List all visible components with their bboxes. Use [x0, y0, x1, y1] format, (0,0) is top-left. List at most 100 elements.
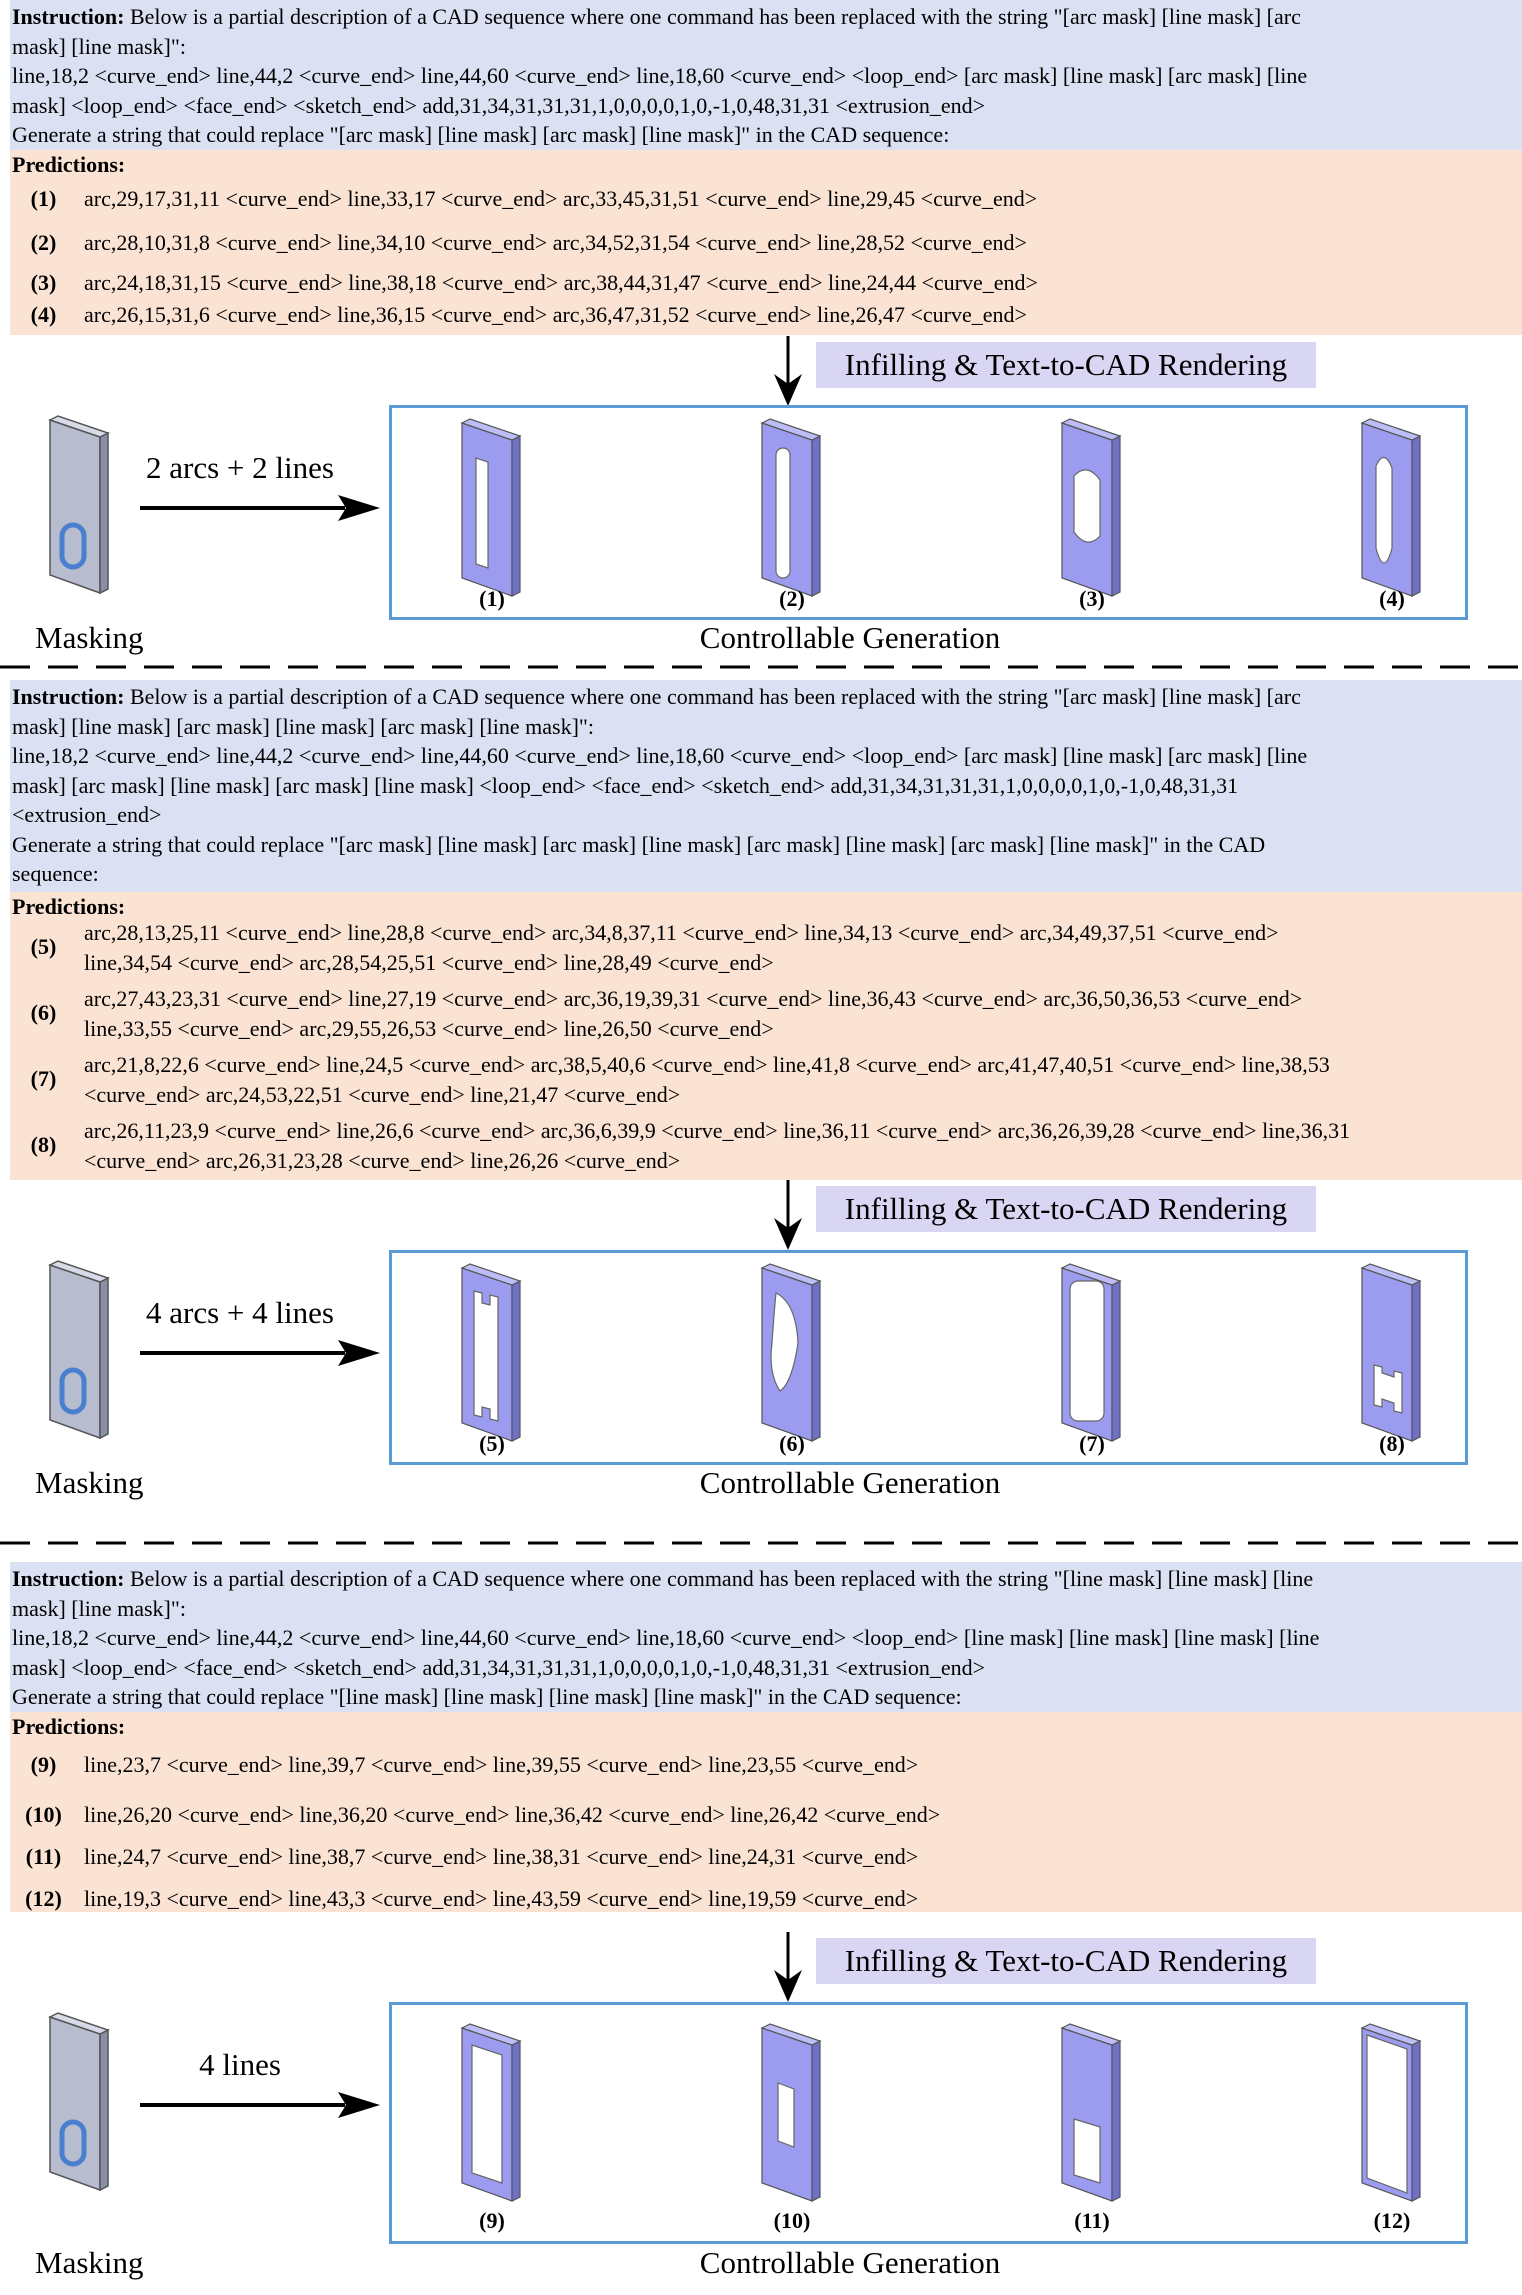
instruction-line: line,18,2 <curve_end> line,44,2 <curve_e… [12, 1625, 1320, 1650]
generated-plate-icon [460, 2023, 522, 2202]
prediction-text: line,19,3 <curve_end> line,43,3 <curve_e… [84, 1886, 919, 1911]
prediction-number: (5) [30, 934, 57, 959]
predictions-title: Predictions: [12, 1714, 126, 1739]
generation-box: (9) (10) (11) (12) [389, 2002, 1468, 2244]
generated-plate-icon [460, 1263, 522, 1442]
instruction-line: mask] [line mask]": [12, 1595, 186, 1621]
prediction-text: arc,26,15,31,6 <curve_end> line,36,15 <c… [84, 302, 1027, 327]
mask-label: 4 arcs + 4 lines [146, 1295, 334, 1330]
generated-plate-icon [760, 1263, 822, 1442]
prediction-text: arc,26,11,23,9 <curve_end> line,26,6 <cu… [84, 1118, 1351, 1143]
instruction-box: Instruction: Below is a partial descript… [10, 680, 1522, 892]
prediction-text: arc,21,8,22,6 <curve_end> line,24,5 <cur… [84, 1052, 1330, 1077]
prediction-number: (7) [30, 1066, 57, 1091]
prediction-text: <curve_end> arc,26,31,23,28 <curve_end> … [84, 1147, 681, 1173]
generated-plate-icon [1360, 1263, 1422, 1442]
predictions-box: Predictions: (1)arc,29,17,31,11 <curve_e… [10, 150, 1522, 335]
instruction-line: Generate a string that could replace "[l… [12, 1684, 962, 1709]
down-arrow-icon [774, 1932, 802, 2002]
right-arrow-icon [140, 495, 380, 521]
masked-plate-icon [48, 1260, 110, 1440]
prediction-number: (10) [25, 1802, 62, 1827]
prediction-text: line,34,54 <curve_end> arc,28,54,25,51 <… [84, 949, 774, 975]
prediction-number: (12) [25, 1886, 62, 1911]
instruction-line: Below is a partial description of a CAD … [129, 684, 1301, 709]
prediction-text: arc,28,10,31,8 <curve_end> line,34,10 <c… [84, 230, 1027, 255]
instruction-line: mask] [line mask]": [12, 33, 186, 59]
generation-label: Controllable Generation [699, 620, 1001, 655]
prediction-number: (6) [30, 1000, 57, 1025]
instruction-label: Instruction: [12, 684, 125, 709]
instruction-line: mask] [arc mask] [line mask] [arc mask] … [12, 772, 1239, 798]
instruction-line: mask] <loop_end> <face_end> <sketch_end>… [12, 1654, 985, 1680]
generated-plate-icon [1060, 2023, 1122, 2202]
output-number: (3) [1079, 586, 1105, 611]
output-number: (1) [479, 586, 505, 611]
prediction-number: (3) [30, 270, 57, 295]
prediction-number: (11) [25, 1844, 62, 1869]
prediction-number: (2) [30, 230, 57, 255]
infill-label: Infilling & Text-to-CAD Rendering [816, 1186, 1316, 1232]
masked-plate-icon [48, 415, 110, 595]
prediction-text: arc,27,43,23,31 <curve_end> line,27,19 <… [84, 986, 1303, 1011]
instruction-line: Generate a string that could replace "[a… [12, 831, 1266, 857]
instruction-line: Below is a partial description of a CAD … [129, 4, 1301, 29]
instruction-line: mask] [line mask] [arc mask] [line mask]… [12, 713, 594, 739]
prediction-text: line,26,20 <curve_end> line,36,20 <curve… [84, 1802, 941, 1827]
prediction-number: (1) [30, 186, 57, 211]
infill-label: Infilling & Text-to-CAD Rendering [816, 342, 1316, 388]
predictions-box: Predictions: (5) arc,28,13,25,11 <curve_e… [10, 892, 1522, 1180]
instruction-line: Generate a string that could replace "[a… [12, 122, 950, 147]
generated-plate-icon [760, 2023, 822, 2202]
instruction-line: <extrusion_end> [12, 802, 162, 827]
prediction-text: line,24,7 <curve_end> line,38,7 <curve_e… [84, 1844, 919, 1869]
down-arrow-icon [774, 336, 802, 406]
output-number: (4) [1379, 586, 1405, 611]
instruction-box: Instruction: Below is a partial descript… [10, 0, 1522, 150]
right-arrow-icon [140, 2092, 380, 2118]
mask-label: 4 lines [199, 2047, 281, 2082]
instruction-line: line,18,2 <curve_end> line,44,2 <curve_e… [12, 63, 1308, 88]
masking-label: Masking [35, 2245, 144, 2280]
section-divider [0, 665, 1522, 669]
prediction-text: arc,28,13,25,11 <curve_end> line,28,8 <c… [84, 920, 1279, 945]
prediction-number: (4) [30, 302, 57, 327]
prediction-number: (8) [30, 1132, 57, 1157]
infill-label: Infilling & Text-to-CAD Rendering [816, 1938, 1316, 1984]
instruction-box: Instruction: Below is a partial descript… [10, 1562, 1522, 1712]
generated-plate-icon [1060, 1263, 1122, 1442]
instruction-label: Instruction: [12, 1566, 125, 1591]
instruction-line: mask] <loop_end> <face_end> <sketch_end>… [12, 92, 985, 118]
down-arrow-icon [774, 1180, 802, 1250]
right-arrow-icon [140, 1340, 380, 1366]
output-number: (7) [1079, 1431, 1105, 1456]
prediction-text: <curve_end> arc,24,53,22,51 <curve_end> … [84, 1081, 681, 1107]
generated-plate-icon [1360, 418, 1422, 597]
generated-plate-icon [1360, 2023, 1422, 2202]
predictions-box: Predictions: (9)line,23,7 <curve_end> li… [10, 1712, 1522, 1912]
instruction-label: Instruction: [12, 4, 125, 29]
output-number: (11) [1074, 2208, 1110, 2233]
section-2: Instruction: Below is a partial descript… [0, 680, 1522, 1550]
section-1: Instruction: Below is a partial descript… [0, 0, 1522, 740]
section-divider [0, 1541, 1522, 1545]
prediction-text: arc,29,17,31,11 <curve_end> line,33,17 <… [84, 186, 1038, 211]
generated-plate-icon [460, 418, 522, 597]
output-number: (5) [479, 1431, 505, 1456]
output-number: (6) [779, 1431, 805, 1456]
output-number: (8) [1379, 1431, 1405, 1456]
output-number: (10) [773, 2208, 811, 2233]
prediction-text: line,23,7 <curve_end> line,39,7 <curve_e… [84, 1752, 919, 1777]
generated-plate-icon [1060, 418, 1122, 597]
masking-label: Masking [35, 620, 144, 655]
generation-box: (5) (6) (7) (8) [389, 1250, 1468, 1465]
instruction-line: line,18,2 <curve_end> line,44,2 <curve_e… [12, 743, 1308, 768]
predictions-title: Predictions: [12, 894, 126, 919]
generated-plate-icon [760, 418, 822, 597]
masked-plate-icon [48, 2012, 110, 2192]
generation-label: Controllable Generation [699, 1465, 1001, 1500]
generation-label: Controllable Generation [699, 2245, 1001, 2280]
instruction-line: Below is a partial description of a CAD … [129, 1566, 1314, 1591]
masking-label: Masking [35, 1465, 144, 1500]
prediction-text: line,33,55 <curve_end> arc,29,55,26,53 <… [84, 1015, 774, 1041]
